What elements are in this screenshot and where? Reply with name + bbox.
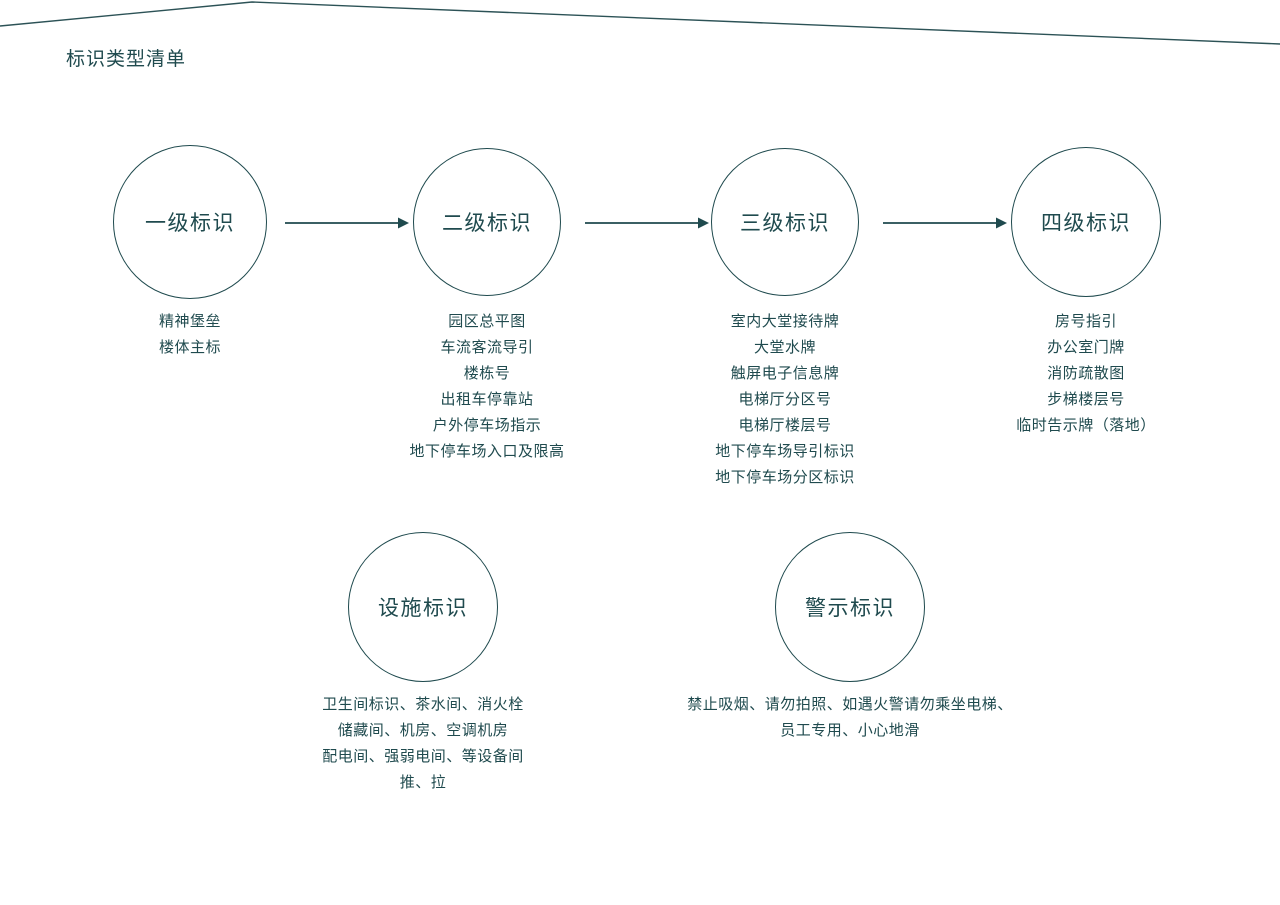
arrow-right-icon-2 [585,217,709,229]
flow-node-level-2[interactable]: 二级标识 [413,148,561,296]
list-item: 临时告示牌（落地） [1016,417,1156,434]
list-item: 卫生间标识、茶水间、消火栓 [322,696,524,713]
list-item: 室内大堂接待牌 [730,313,840,330]
decorative-top-line [0,1,1280,45]
list-level-3: 室内大堂接待牌 大堂水牌 触屏电子信息牌 电梯厅分区号 电梯厅楼层号 地下停车场… [685,309,885,491]
flow-node-label: 四级标识 [1041,212,1131,235]
list-item: 房号指引 [1054,313,1117,330]
list-level-1: 精神堡垒 楼体主标 [90,309,290,361]
list-item: 电梯厅分区号 [738,391,832,408]
flow-node-level-3[interactable]: 三级标识 [711,148,859,296]
flow-node-level-4[interactable]: 四级标识 [1011,147,1161,297]
list-item: 禁止吸烟、请勿拍照、如遇火警请勿乘坐电梯、 [687,696,1013,713]
list-item: 大堂水牌 [753,339,816,356]
flow-node-label: 三级标识 [740,212,830,235]
list-item: 地下停车场分区标识 [715,469,855,486]
list-item: 员工专用、小心地滑 [780,722,920,739]
list-item: 消防疏散图 [1047,365,1125,382]
list-item: 储藏间、机房、空调机房 [337,722,509,739]
arrow-right-icon-1 [285,217,409,229]
list-item: 楼体主标 [158,339,221,356]
list-facility: 卫生间标识、茶水间、消火栓 储藏间、机房、空调机房 配电间、强弱电间、等设备间 … [273,692,573,796]
node-facility-signage[interactable]: 设施标识 [348,532,498,682]
list-item: 地下停车场入口及限高 [409,443,565,460]
list-warning: 禁止吸烟、请勿拍照、如遇火警请勿乘坐电梯、 员工专用、小心地滑 [650,692,1050,744]
arrow-right-icon-3 [883,217,1007,229]
list-item: 触屏电子信息牌 [730,365,840,382]
list-item: 出租车停靠站 [440,391,534,408]
flow-node-label: 二级标识 [442,212,532,235]
list-item: 配电间、强弱电间、等设备间 [322,748,524,765]
flow-node-label: 一级标识 [145,212,235,235]
list-item: 推、拉 [399,774,447,791]
list-item: 办公室门牌 [1047,339,1125,356]
node-label: 警示标识 [805,597,895,620]
list-level-4: 房号指引 办公室门牌 消防疏散图 步梯楼层号 临时告示牌（落地） [986,309,1186,439]
list-item: 地下停车场导引标识 [715,443,855,460]
list-item: 园区总平图 [448,313,526,330]
list-item: 精神堡垒 [158,313,221,330]
page-title: 标识类型清单 [66,49,187,70]
list-item: 户外停车场指示 [432,417,542,434]
list-item: 步梯楼层号 [1047,391,1125,408]
list-level-2: 园区总平图 车流客流导引 楼栋号 出租车停靠站 户外停车场指示 地下停车场入口及… [387,309,587,465]
node-label: 设施标识 [378,597,468,620]
list-item: 楼栋号 [463,365,511,382]
list-item: 车流客流导引 [440,339,534,356]
node-warning-signage[interactable]: 警示标识 [775,532,925,682]
list-item: 电梯厅楼层号 [738,417,832,434]
flow-node-level-1[interactable]: 一级标识 [113,145,267,299]
